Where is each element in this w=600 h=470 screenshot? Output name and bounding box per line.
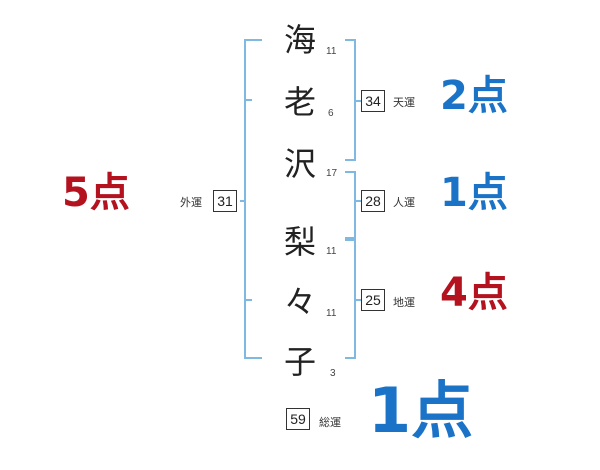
- stroke-count-2: 6: [328, 108, 334, 119]
- tenun-label: 天運: [393, 96, 415, 109]
- name-char-3: 沢: [283, 145, 316, 183]
- souun-score: 1点: [368, 374, 474, 447]
- chiun-value: 25: [361, 289, 385, 311]
- name-char-1: 海: [283, 21, 316, 59]
- tenun-score: 2点: [440, 73, 508, 119]
- gaiun-value: 31: [213, 190, 237, 212]
- stroke-count-3: 17: [326, 168, 338, 179]
- stroke-count-5: 11: [326, 308, 337, 319]
- stroke-count-6: 3: [330, 368, 336, 379]
- name-char-4: 梨: [283, 223, 316, 261]
- jinun-score: 1点: [440, 170, 508, 216]
- name-char-5: 々: [283, 283, 316, 321]
- stroke-count-1: 11: [326, 46, 337, 57]
- chiun-label: 地運: [393, 296, 415, 309]
- jinun-label: 人運: [393, 196, 415, 209]
- gaiun-label: 外運: [180, 196, 202, 209]
- souun-label: 総運: [319, 416, 341, 429]
- stroke-count-4: 11: [326, 246, 337, 257]
- souun-value: 59: [286, 408, 310, 430]
- name-char-6: 子: [283, 343, 316, 381]
- tenun-value: 34: [361, 90, 385, 112]
- name-char-2: 老: [283, 83, 316, 121]
- chiun-score: 4点: [440, 270, 508, 316]
- gaiun-score: 5点: [62, 170, 130, 216]
- jinun-value: 28: [361, 190, 385, 212]
